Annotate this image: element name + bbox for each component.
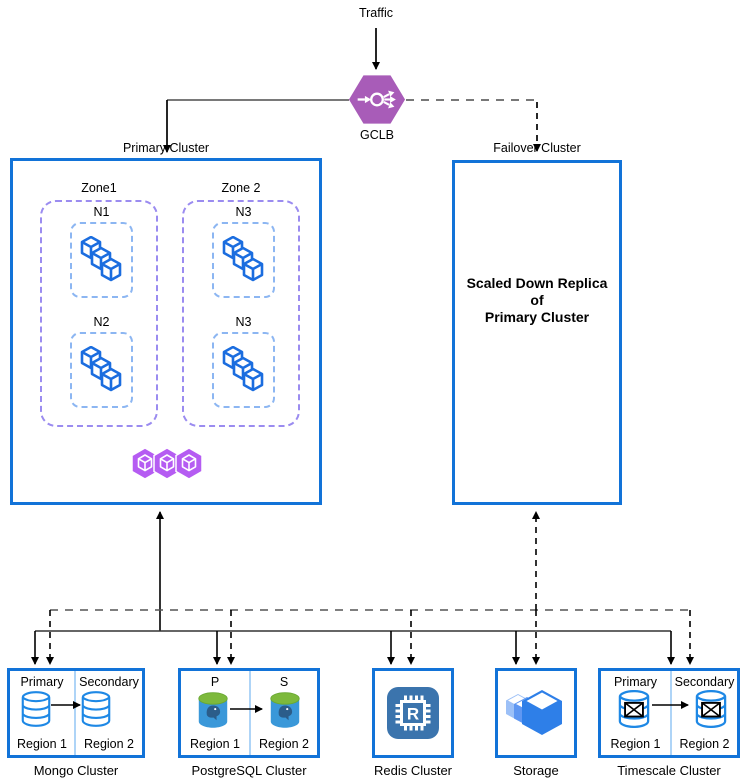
failover-description: Scaled Down Replica of Primary Cluster: [455, 275, 619, 326]
timescale-region2-label: Region 2: [679, 737, 730, 751]
failover-description-line2: of: [530, 292, 544, 308]
timescale-region-divider: [670, 671, 672, 755]
node-n3a-label: N3: [235, 205, 252, 219]
mongo-region2-label: Region 2: [83, 737, 135, 751]
kubernetes-hexagon-cubes-icon: [131, 448, 203, 480]
postgres-region-divider: [249, 671, 251, 755]
mongo-primary-label: Primary: [20, 675, 64, 689]
postgres-secondary-icon: [270, 692, 300, 729]
zone1-box: [40, 200, 158, 427]
timescale-cluster-title: Timescale Cluster: [617, 763, 721, 778]
primary-cluster-label: Primary Cluster: [122, 141, 210, 155]
mongo-cluster-title: Mongo Cluster: [33, 763, 119, 778]
redis-cluster-title: Redis Cluster: [373, 763, 453, 778]
primary-cluster-box: [10, 158, 322, 505]
postgres-s-label: S: [279, 675, 289, 689]
gclb-label: GCLB: [359, 128, 395, 142]
node-n1-box: [70, 222, 133, 298]
mongo-primary-db-icon: [21, 691, 51, 727]
zone2-box: [182, 200, 300, 427]
failover-description-line1: Scaled Down Replica: [466, 275, 608, 291]
postgres-p-label: P: [210, 675, 220, 689]
mongo-region1-label: Region 1: [16, 737, 68, 751]
failover-cluster-box: Scaled Down Replica of Primary Cluster: [452, 160, 622, 505]
traffic-label: Traffic: [358, 6, 394, 20]
node-n1-label: N1: [93, 205, 110, 219]
n1-container-cubes-icon: [79, 236, 123, 282]
failover-cluster-label: Failover Cluster: [493, 141, 581, 155]
node-n3b-label: N3: [235, 315, 252, 329]
postgres-cluster-title: PostgreSQL Cluster: [191, 763, 307, 778]
zone1-label: Zone1: [81, 181, 117, 195]
postgres-region2-label: Region 2: [258, 737, 310, 751]
mongo-region-divider: [74, 671, 76, 755]
redis-chip-letter: R: [407, 705, 419, 724]
storage-title: Storage: [513, 763, 559, 778]
node-n2-box: [70, 332, 133, 408]
redis-chip-icon: R: [387, 687, 439, 739]
postgres-primary-icon: [198, 692, 228, 729]
mongo-secondary-db-icon: [81, 691, 111, 727]
n3b-container-cubes-icon: [221, 346, 265, 392]
node-n3b-box: [212, 332, 275, 408]
timescale-primary-label: Primary: [613, 675, 658, 689]
storage-boxes-icon: [506, 690, 562, 735]
node-n3a-box: [212, 222, 275, 298]
timescale-primary-db-icon: [618, 690, 650, 728]
postgres-region1-label: Region 1: [189, 737, 241, 751]
timescale-secondary-db-icon: [695, 690, 727, 728]
timescale-secondary-label: Secondary: [674, 675, 735, 689]
gclb-load-balancer-icon: [348, 74, 406, 125]
n2-container-cubes-icon: [79, 346, 123, 392]
failover-description-line3: Primary Cluster: [484, 309, 590, 325]
node-n2-label: N2: [93, 315, 110, 329]
n3a-container-cubes-icon: [221, 236, 265, 282]
zone2-label: Zone 2: [221, 181, 261, 195]
mongo-secondary-label: Secondary: [79, 675, 139, 689]
timescale-region1-label: Region 1: [610, 737, 661, 751]
